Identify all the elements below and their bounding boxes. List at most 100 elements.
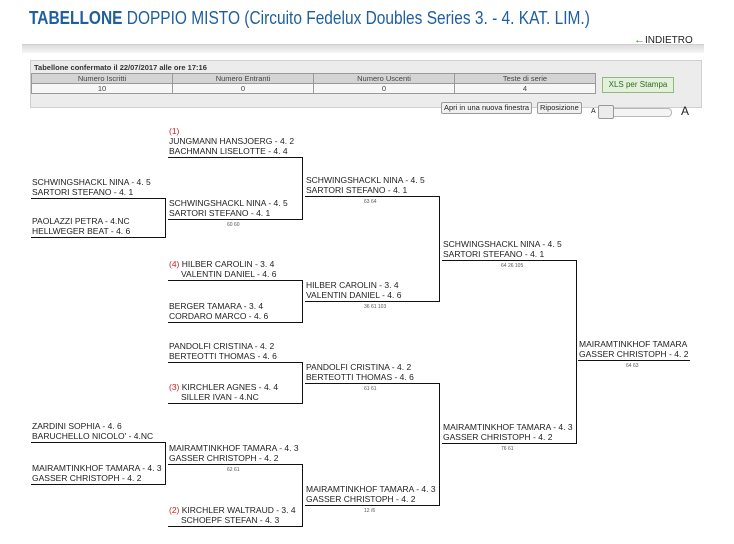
- match-score: 61 61: [364, 386, 377, 392]
- team-player-2: SARTORI STEFANO - 4. 1: [169, 208, 271, 218]
- match-score: 12 /6: [364, 508, 376, 514]
- team-player-1: (3) KIRCHLER AGNES - 4. 4: [169, 382, 301, 392]
- seed-badge: (3): [169, 382, 180, 392]
- back-link[interactable]: ←INDIETRO: [634, 34, 693, 46]
- player-name: PANDOLFI CRISTINA - 4. 2: [169, 341, 275, 351]
- team-player-1: MAIRAMTINKHOF TAMARA - 4. 3: [32, 463, 164, 473]
- player-name: SCHWINGSHACKL NINA - 4. 5: [306, 175, 425, 185]
- back-arrow-icon: ←: [634, 34, 645, 46]
- team-player-1: HILBER CAROLIN - 3. 4: [306, 280, 438, 290]
- match-score: 76 61: [501, 446, 514, 452]
- match-score: 64 26 105: [501, 263, 524, 269]
- team-player-2: GASSER CHRISTOPH - 4. 2: [306, 494, 416, 504]
- team-player-1: SCHWINGSHACKL NINA - 4. 5: [443, 239, 575, 249]
- match-score: 62 61: [227, 467, 240, 473]
- page-title-bold: TABELLONE: [29, 8, 123, 28]
- team-player-1: BERGER TAMARA - 3. 4: [169, 301, 301, 311]
- player-name: SCHWINGSHACKL NINA - 4. 5: [443, 239, 562, 249]
- open-new-window-button[interactable]: Apri in una nuova finestra: [441, 102, 533, 114]
- team-player-2: VALENTIN DANIEL - 4. 6: [306, 290, 402, 300]
- team-player-1: PAOLAZZI PETRA - 4.NC: [32, 216, 164, 226]
- player-name: JUNGMANN HANSJOERG - 4. 2: [169, 136, 295, 146]
- player-name: HILBER CAROLIN - 3. 4: [306, 280, 399, 290]
- player-name: SCHWINGSHACKL NINA - 4. 5: [169, 198, 288, 208]
- team-player-1: MAIRAMTINKHOF TAMARA - 4. 3: [306, 484, 438, 494]
- team-player-2: SARTORI STEFANO - 4. 1: [443, 249, 545, 259]
- team-player-1: (2) KIRCHLER WALTRAUD - 3. 4: [169, 505, 301, 515]
- team-player-2: VALENTIN DANIEL - 4. 6: [181, 269, 277, 279]
- page-title: TABELLONE DOPPIO MISTO (Circuito Fedelux…: [29, 8, 590, 29]
- seed-badge: (4): [169, 259, 180, 269]
- team-player-2: BERTEOTTI THOMAS - 4. 6: [306, 372, 414, 382]
- player-name: MAIRAMTINKHOF TAMARA - 4. 3: [306, 484, 436, 494]
- team-player-2: CORDARO MARCO - 4. 6: [169, 311, 269, 321]
- player-name: PAOLAZZI PETRA - 4.NC: [32, 216, 130, 226]
- team-player-1: ZARDINI SOPHIA - 4. 6: [32, 421, 164, 431]
- back-link-label: INDIETRO: [645, 35, 693, 46]
- seed-row: (1): [169, 126, 179, 136]
- seed-badge: (2): [169, 505, 180, 515]
- team-player-2: HELLWEGER BEAT - 4. 6: [32, 226, 131, 236]
- team-player-2: SARTORI STEFANO - 4. 1: [306, 185, 408, 195]
- match-score: 64 63: [626, 363, 639, 369]
- team-player-1: SCHWINGSHACKL NINA - 4. 5: [306, 175, 438, 185]
- player-name: KIRCHLER AGNES - 4. 4: [181, 382, 279, 392]
- team-player-1: SCHWINGSHACKL NINA - 4. 5: [32, 177, 164, 187]
- zoom-slider-handle[interactable]: [598, 105, 614, 119]
- team-player-1: SCHWINGSHACKL NINA - 4. 5: [169, 198, 301, 208]
- seed-badge: (1): [169, 126, 180, 136]
- team-player-2: BACHMANN LISELOTTE - 4. 4: [169, 146, 288, 156]
- player-name: HILBER CAROLIN - 3. 4: [181, 259, 275, 269]
- confirmation-text: Tabellone confermato il 22/07/2017 alle …: [34, 63, 207, 72]
- team-player-2: GASSER CHRISTOPH - 4. 2: [32, 473, 142, 483]
- stats-value-cell: 4: [454, 83, 596, 94]
- stats-value-row: 10 0 0 4: [31, 83, 596, 94]
- player-name: MAIRAMTINKHOF TAMARA - 4. 3: [579, 339, 689, 349]
- xls-print-button[interactable]: XLS per Stampa: [602, 77, 674, 93]
- team-player-1: MAIRAMTINKHOF TAMARA - 4. 3: [443, 422, 575, 432]
- team-player-2: GASSER CHRISTOPH - 4. 2: [579, 349, 689, 359]
- match-score: 60 60: [227, 222, 240, 228]
- player-name: MAIRAMTINKHOF TAMARA - 4. 3: [32, 463, 162, 473]
- stats-table: Numero Iscritti Numero Entranti Numero U…: [31, 73, 596, 94]
- team-player-2: BARUCHELLO NICOLO' - 4.NC: [32, 431, 154, 441]
- title-divider: [22, 44, 704, 53]
- reposition-button[interactable]: Riposizione: [537, 102, 582, 114]
- player-name: ZARDINI SOPHIA - 4. 6: [32, 421, 122, 431]
- team-player-1: (4) HILBER CAROLIN - 3. 4: [169, 259, 301, 269]
- team-player-2: GASSER CHRISTOPH - 4. 2: [169, 453, 279, 463]
- team-player-2: SARTORI STEFANO - 4. 1: [32, 187, 134, 197]
- player-name: MAIRAMTINKHOF TAMARA - 4. 3: [443, 422, 573, 432]
- team-player-2: SILLER IVAN - 4.NC: [181, 392, 259, 402]
- team-player-1: PANDOLFI CRISTINA - 4. 2: [306, 362, 438, 372]
- player-name: SCHWINGSHACKL NINA - 4. 5: [32, 177, 151, 187]
- zoom-small-label: A: [591, 108, 596, 115]
- page-title-rest: DOPPIO MISTO (Circuito Fedelux Doubles S…: [122, 8, 590, 28]
- player-name: BERGER TAMARA - 3. 4: [169, 301, 264, 311]
- team-player-2: BERTEOTTI THOMAS - 4. 6: [169, 351, 277, 361]
- team-player-2: GASSER CHRISTOPH - 4. 2: [443, 432, 553, 442]
- player-name: MAIRAMTINKHOF TAMARA - 4. 3: [169, 443, 299, 453]
- match-score: 36 61 103: [364, 304, 387, 310]
- zoom-large-label: A: [681, 104, 690, 118]
- team-player-1: JUNGMANN HANSJOERG - 4. 2: [169, 136, 301, 146]
- team-player-1: MAIRAMTINKHOF TAMARA - 4. 3: [579, 339, 689, 349]
